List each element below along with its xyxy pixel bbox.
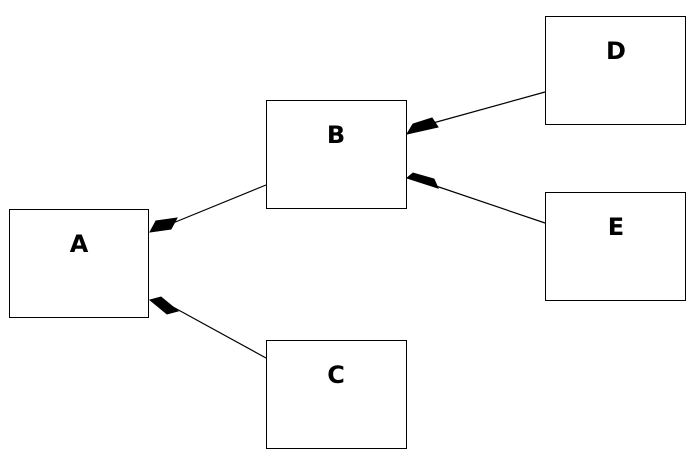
node-d[interactable]: D: [545, 16, 686, 125]
composition-markers: [148, 117, 439, 315]
node-c-box: [266, 340, 407, 449]
edge-b-e: [432, 184, 546, 224]
node-b[interactable]: B: [266, 100, 407, 209]
node-e[interactable]: E: [545, 192, 686, 301]
composition-diamond-a-b: [149, 217, 178, 233]
composition-diamond-a-c: [148, 296, 180, 315]
node-c[interactable]: C: [266, 340, 407, 449]
node-b-box: [266, 100, 407, 209]
edges: [172, 91, 546, 359]
composition-diamond-b-e: [405, 172, 439, 189]
node-a[interactable]: A: [9, 209, 149, 318]
node-c-label: C: [327, 361, 345, 389]
node-d-label: D: [606, 37, 626, 65]
node-a-box: [9, 209, 149, 318]
node-b-label: B: [327, 121, 345, 149]
composition-diamond-b-d: [405, 117, 439, 135]
node-a-label: A: [70, 230, 89, 258]
node-e-label: E: [608, 213, 624, 241]
node-e-box: [545, 192, 686, 301]
node-d-box: [545, 16, 686, 125]
edge-a-c: [172, 306, 267, 359]
edge-a-b: [172, 184, 267, 224]
edge-b-d: [432, 91, 546, 124]
